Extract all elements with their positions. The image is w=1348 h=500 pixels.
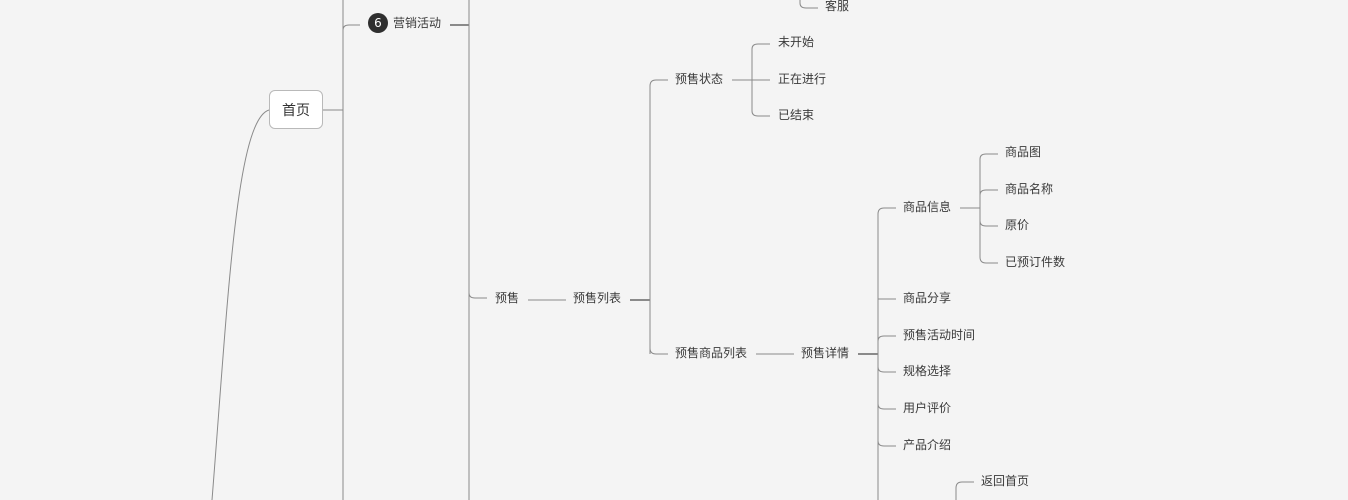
leaf-node-detail[interactable]: 商品分享 (903, 291, 952, 305)
node-goods-info[interactable]: 商品信息 (903, 200, 952, 214)
leaf-node-detail[interactable]: 预售活动时间 (903, 328, 976, 342)
node-presale-detail[interactable]: 预售详情 (801, 346, 850, 360)
leaf-node-goods-info[interactable]: 商品图 (1005, 145, 1042, 159)
branch-node-marketing[interactable]: 营销活动 (393, 16, 442, 30)
node-presale[interactable]: 预售 (495, 291, 520, 305)
leaf-node-status[interactable]: 未开始 (778, 35, 815, 49)
leaf-node-detail[interactable]: 用户评价 (903, 401, 952, 415)
leaf-node-goods-info[interactable]: 已预订件数 (1005, 255, 1066, 269)
leaf-node-goods-info[interactable]: 原价 (1005, 218, 1030, 232)
branch-number-badge: 6 (368, 13, 388, 33)
leaf-node-status[interactable]: 正在进行 (778, 72, 827, 86)
leaf-node-detail[interactable]: 规格选择 (903, 364, 952, 378)
node-presale-list[interactable]: 预售列表 (573, 291, 622, 305)
node-presale-status[interactable]: 预售状态 (675, 72, 724, 86)
leaf-node-status[interactable]: 已结束 (778, 108, 815, 122)
leaf-node-goods-info[interactable]: 商品名称 (1005, 182, 1054, 196)
root-node[interactable]: 首页 (269, 90, 323, 129)
leaf-node-detail[interactable]: 产品介绍 (903, 438, 952, 452)
node-presale-goods-list[interactable]: 预售商品列表 (675, 346, 748, 360)
root-node-label: 首页 (282, 102, 310, 119)
leaf-node-customer-service[interactable]: 客服 (825, 0, 850, 13)
leaf-node-back-home[interactable]: 返回首页 (981, 474, 1030, 488)
